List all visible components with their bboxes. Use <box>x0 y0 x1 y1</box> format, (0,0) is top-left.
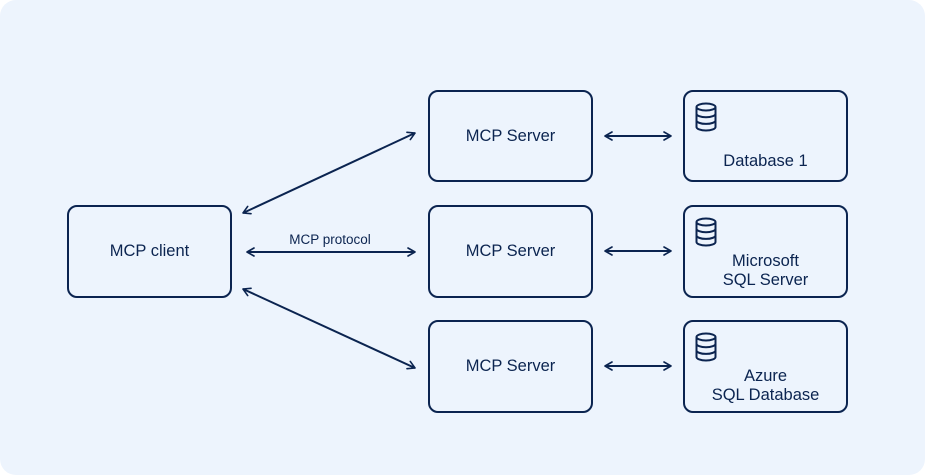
database-label-line2: SQL Database <box>711 386 820 404</box>
database-label-line2: SQL Server <box>722 271 809 289</box>
mcp-client-label: MCP client <box>109 242 190 260</box>
mcp-server-label: MCP Server <box>465 357 556 375</box>
database-node-1: Database 1 <box>683 90 848 182</box>
database-icon <box>695 217 717 247</box>
client-server3-arrow <box>242 287 416 370</box>
database-label-line1: Microsoft <box>732 252 799 270</box>
mcp-server-label: MCP Server <box>465 126 556 145</box>
mcp-server-node-2: MCP Server <box>428 205 593 298</box>
database-node-2: Microsoft SQL Server <box>683 205 848 298</box>
protocol-label: MCP protocol <box>289 232 371 247</box>
database-label: Database 1 <box>723 152 808 170</box>
database-label-line1: Azure <box>743 367 788 385</box>
mcp-server-node-1: MCP Server <box>428 90 593 182</box>
client-server1-arrow <box>242 131 416 215</box>
database-icon <box>695 102 717 132</box>
mcp-server-label: MCP Server <box>465 242 556 260</box>
mcp-client-node: MCP client <box>67 205 232 298</box>
mcp-server-node-3: MCP Server <box>428 320 593 413</box>
database-node-3: Azure SQL Database <box>683 320 848 413</box>
database-icon <box>695 332 717 362</box>
